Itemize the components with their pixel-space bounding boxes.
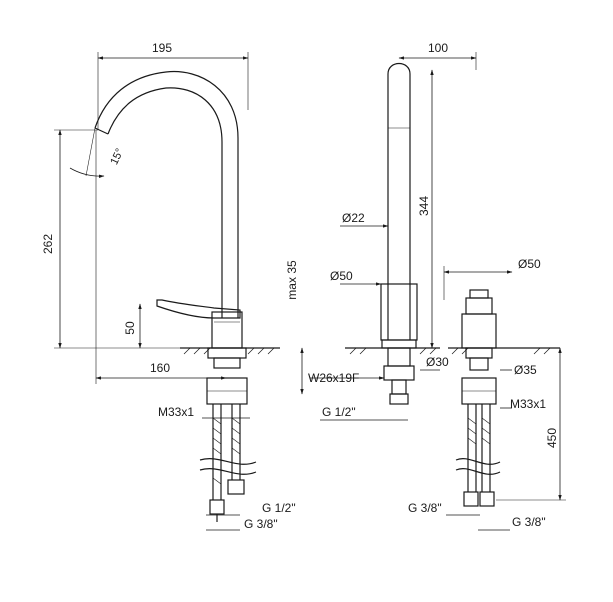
hoses-left	[199, 404, 257, 522]
dim-valve-dia: Ø50	[518, 257, 541, 271]
dim-thread-left: M33x1	[158, 405, 194, 419]
dim-nut-thread: W26x19F	[308, 371, 359, 385]
dim-valve-nut: Ø35	[514, 363, 537, 377]
dim-spout-height: 262	[41, 234, 55, 254]
faucet-side-view	[300, 52, 477, 421]
spout-inner	[107, 87, 223, 318]
dim-valve-hose-b: G 3/8"	[512, 515, 546, 529]
dim-base-offset: 160	[150, 361, 170, 375]
side-nut	[383, 365, 415, 381]
dim-valve-hose-a: G 3/8"	[408, 501, 442, 515]
side-base	[380, 283, 418, 341]
dim-lever-height: 50	[123, 321, 137, 335]
valve-view	[443, 266, 566, 531]
dim-side-width: 100	[428, 41, 448, 55]
dim-hose-left-a: G 1/2"	[262, 501, 296, 515]
dim-valve-thread: M33x1	[510, 397, 546, 411]
side-tube	[387, 62, 411, 340]
dim-max-deck: max 35	[285, 260, 299, 300]
dim-spout-angle: 15°	[108, 147, 126, 167]
dim-tube-dia: Ø22	[342, 211, 365, 225]
faucet-front-view	[54, 52, 280, 531]
deck-hatch-right	[451, 347, 551, 355]
dim-nut-dia: Ø30	[426, 355, 449, 369]
dim-conn-thread: G 1/2"	[322, 405, 356, 419]
hoses-right	[455, 404, 501, 507]
dim-base-dia: Ø50	[330, 269, 353, 283]
dim-body-height: 344	[417, 196, 431, 216]
dim-hose-length: 450	[545, 428, 559, 448]
spout-outer	[94, 70, 239, 318]
deck-hatch-left	[183, 347, 275, 355]
deck-hatch-mid	[349, 347, 437, 355]
dim-spout-reach: 195	[152, 41, 172, 55]
valve-cap	[465, 297, 493, 315]
dim-hose-left-b: G 3/8"	[244, 517, 278, 531]
valve-body	[461, 313, 497, 349]
lever-handle	[156, 299, 241, 319]
